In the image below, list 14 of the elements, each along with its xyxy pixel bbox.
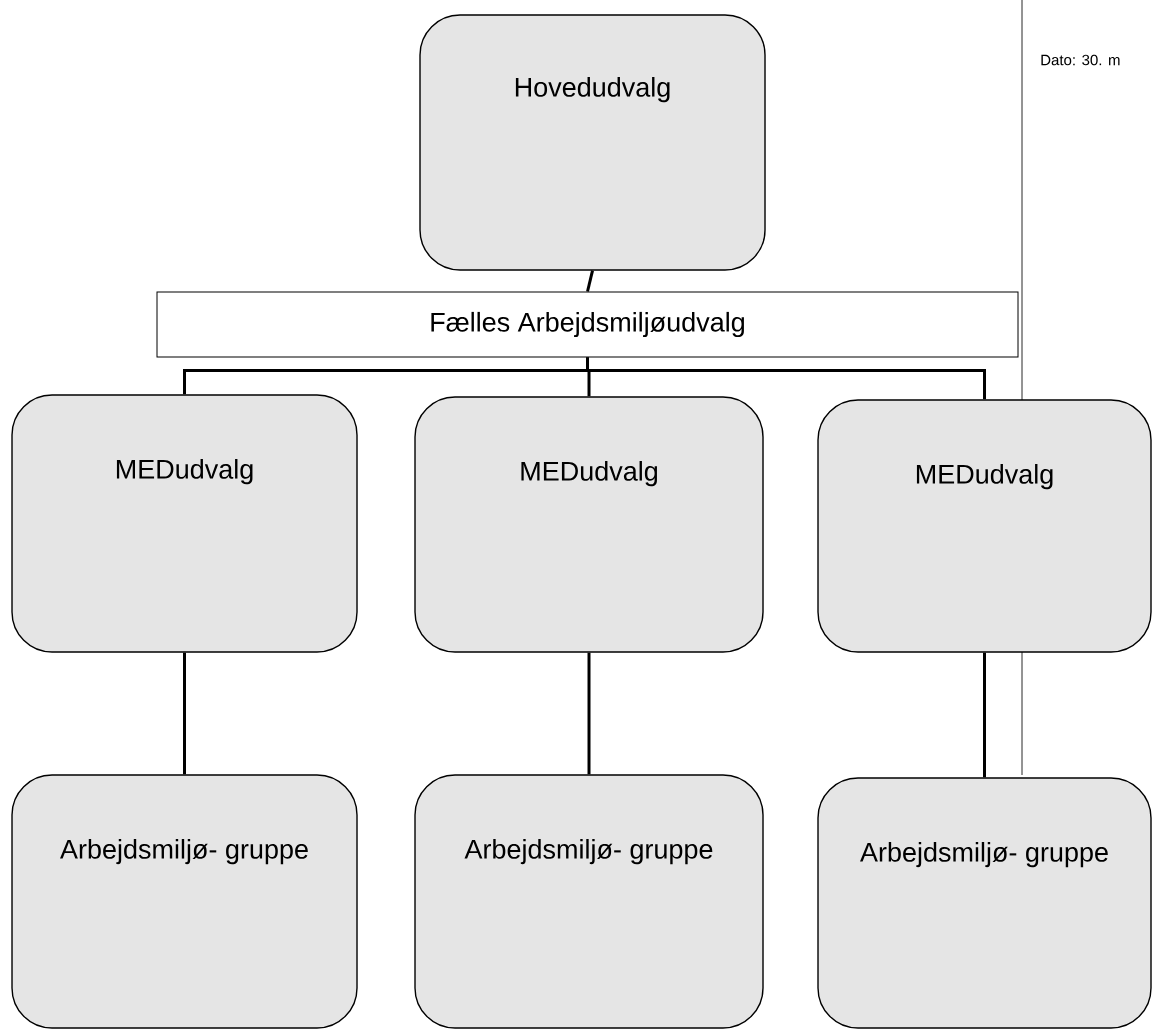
committee-box: Arbejdsmiljø- gruppe: [817, 777, 1152, 1029]
connector-line: [983, 652, 986, 778]
committee-box: Arbejdsmiljø- gruppe: [414, 774, 764, 1029]
connector-line: [587, 652, 591, 775]
committee-box: Hovedudvalg: [419, 14, 766, 271]
committee-band: Fælles Arbejdsmiljøudvalg: [156, 291, 1019, 358]
committee-box: Arbejdsmiljø- gruppe: [11, 774, 358, 1029]
date-note: Dato: 30. m: [1041, 54, 1120, 66]
committee-box: MEDudvalg: [414, 396, 764, 653]
committee-box: MEDudvalg: [11, 394, 358, 653]
connector-line: [183, 652, 186, 775]
connector-line: [586, 270, 594, 292]
connector-line: [586, 357, 986, 400]
committee-box: MEDudvalg: [817, 399, 1152, 653]
